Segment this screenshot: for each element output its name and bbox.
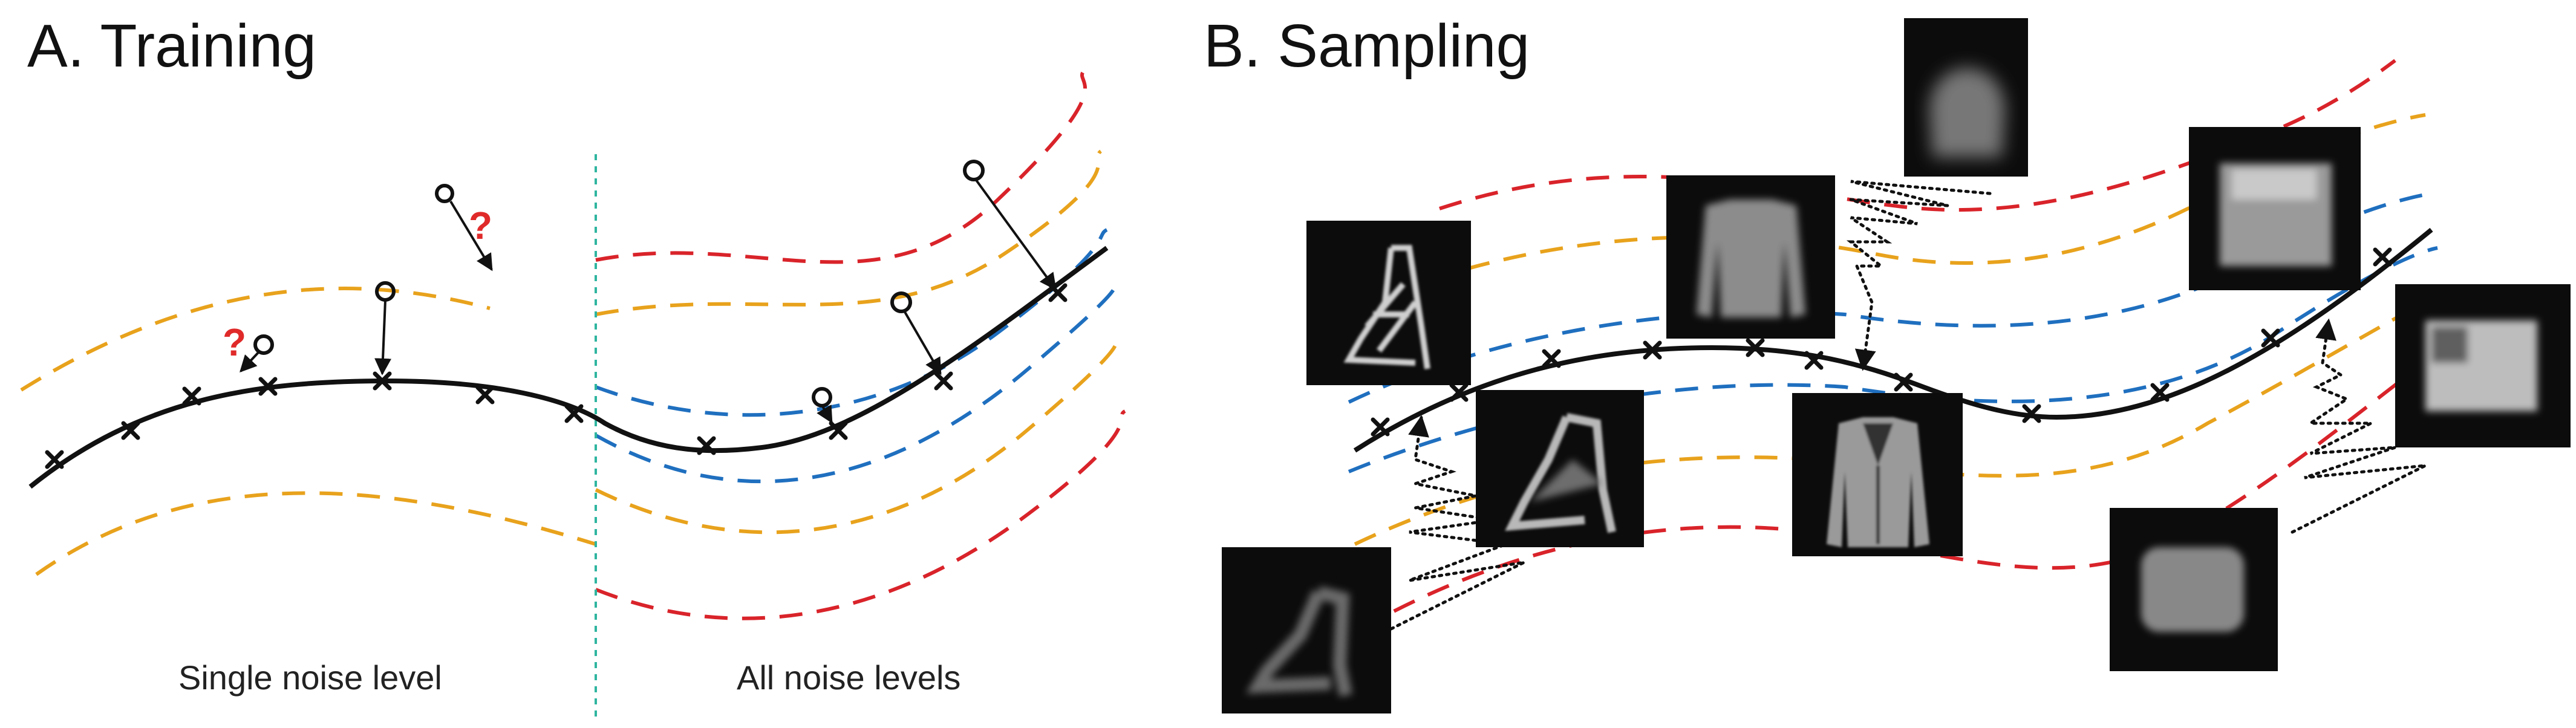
label-all-noise-levels: All noise levels [737, 658, 960, 697]
noise-band-blue-upper-right [595, 228, 1108, 417]
thumbnail-heel-refined [1476, 390, 1644, 547]
noise-band-orange-lower-left [35, 491, 596, 576]
trajectory-heel [1389, 415, 1525, 631]
noise-band-red-lower-right [595, 409, 1126, 620]
noise-band-blue-upper-sampling [1348, 192, 2432, 404]
data-manifold-curve-sampling [1353, 227, 2433, 453]
training-title: A. Training [27, 12, 316, 80]
thumbnail-sweater-refined [1666, 175, 1835, 339]
question-mark-top: ? [469, 204, 492, 247]
sampling-trajectories [1389, 180, 2427, 631]
label-single-noise-level: Single noise level [178, 658, 442, 697]
sampling-title: B. Sampling [1204, 12, 1530, 80]
data-manifold-curve-training [28, 245, 1109, 489]
training-panel: A. Training [20, 12, 1126, 720]
thumbnail-ankle-boot-clean [1306, 221, 1471, 385]
thumbnail-bag-medium [2395, 284, 2571, 447]
noisy-samples-training [253, 160, 985, 408]
noise-band-red-upper-sampling [1439, 59, 2396, 212]
trajectory-jacket [1846, 180, 1992, 371]
thumbnail-bag-blurry [2189, 127, 2361, 290]
noise-band-orange-upper-left [20, 287, 491, 392]
thumbnail-bag-clean [2110, 508, 2278, 671]
trajectory-bag [2291, 318, 2427, 534]
thumbnail-heel-blurry [1222, 547, 1391, 713]
sampling-panel: B. Sampling [1204, 12, 2571, 713]
score-arrows-training [240, 179, 1057, 424]
data-samples-training [45, 283, 1068, 469]
thumbnail-jacket-clean [1792, 393, 1963, 556]
thumbnail-sweater-blurry [1904, 18, 2028, 177]
noise-band-red-upper-right [595, 71, 1087, 264]
data-samples-sampling [1371, 247, 2392, 437]
noise-band-orange-upper-right [595, 149, 1103, 316]
question-mark-bottom: ? [223, 320, 246, 364]
noise-band-orange-lower-right [595, 337, 1118, 535]
noise-band-blue-lower-right [595, 277, 1117, 484]
